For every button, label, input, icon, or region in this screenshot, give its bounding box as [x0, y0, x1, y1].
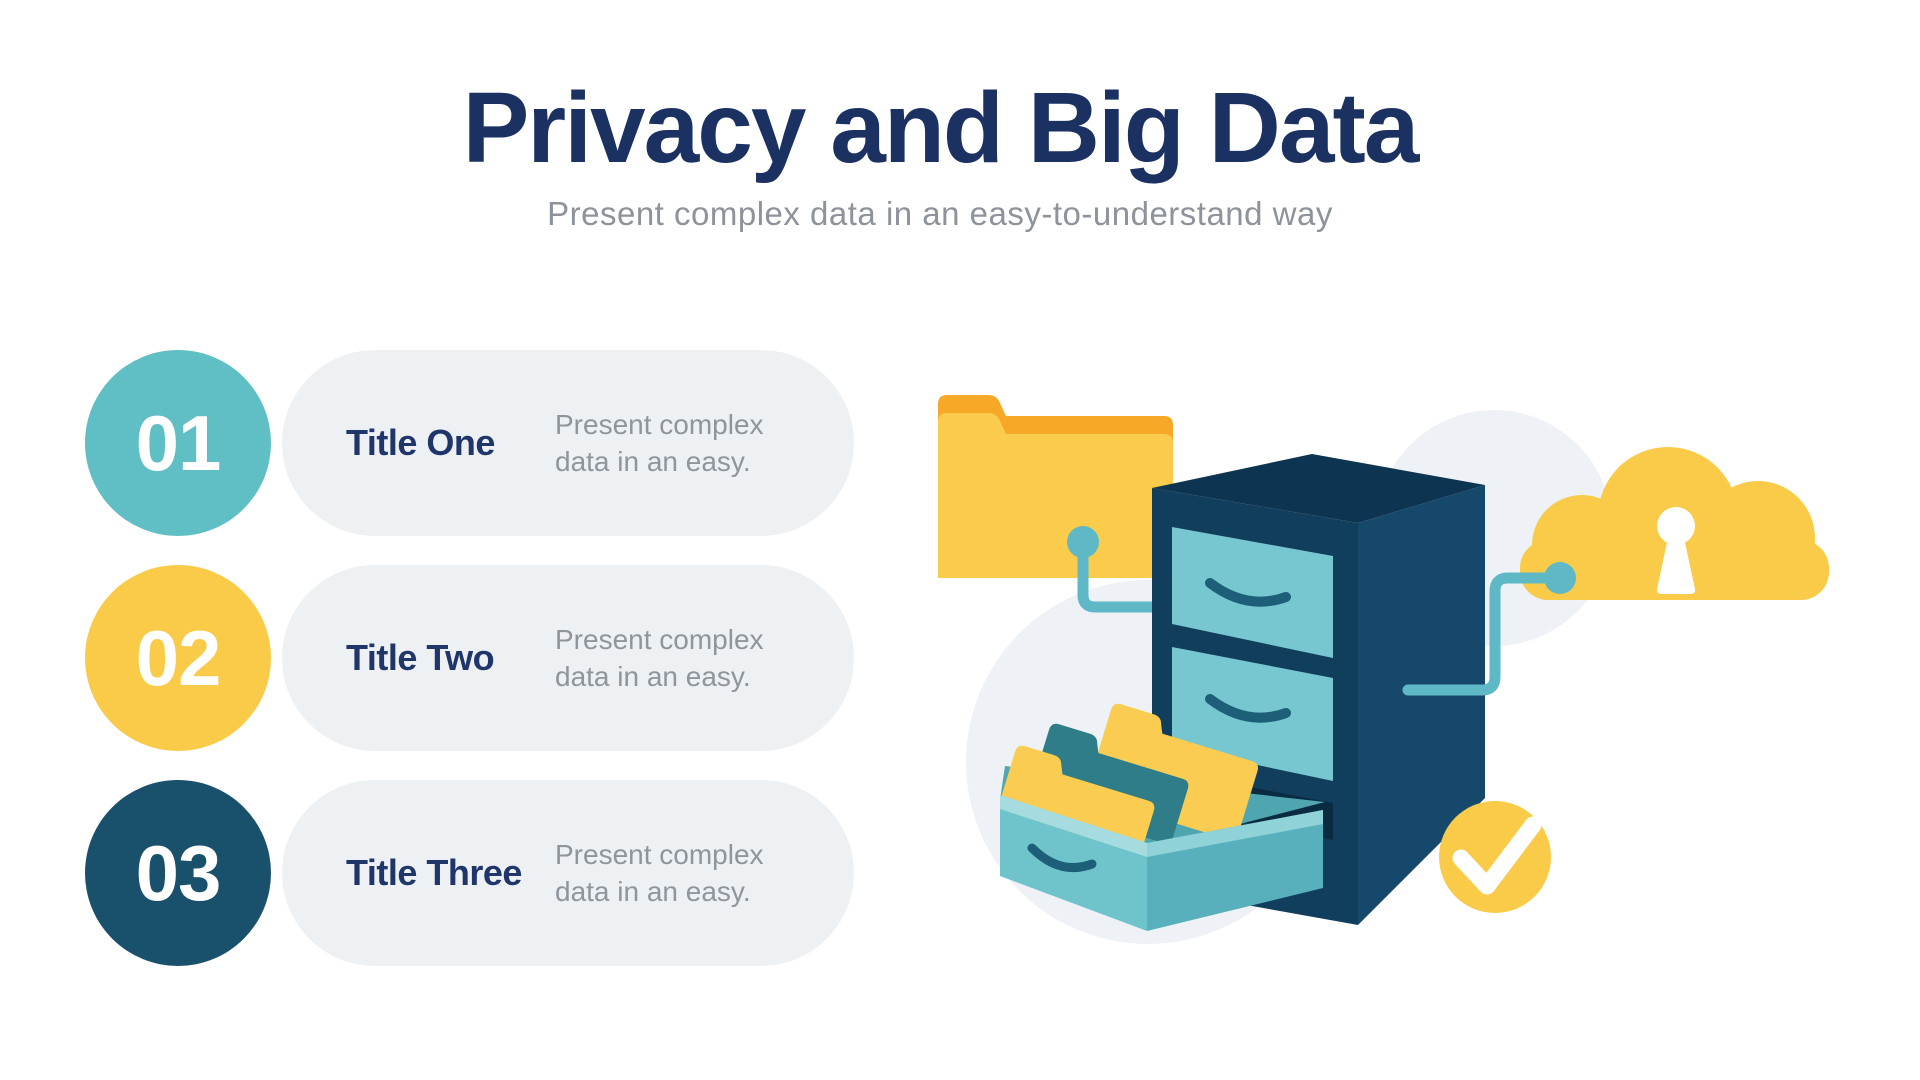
- folder-icon: [938, 395, 1173, 578]
- illustration: [938, 395, 1829, 944]
- keyhole-icon: [1656, 507, 1696, 594]
- item-title: Title Three: [346, 852, 522, 893]
- item-description: Present complex data in an easy.: [555, 624, 764, 692]
- list-item: 03 Title Three Present complex data in a…: [0, 780, 900, 966]
- connector-node: [1067, 526, 1099, 558]
- item-description: Present complex data in an easy.: [555, 839, 764, 907]
- header: Privacy and Big Data Present complex dat…: [0, 76, 1880, 233]
- item-number-badge: 02: [85, 565, 271, 751]
- item-description: Present complex data in an easy.: [555, 409, 764, 477]
- drawer-handle: [1205, 694, 1291, 723]
- page-title: Privacy and Big Data: [462, 72, 1420, 184]
- item-title: Title One: [346, 422, 495, 463]
- hanging-folder-yellow: [1000, 745, 1155, 844]
- open-drawer-rim: [1000, 795, 1147, 857]
- connector-left: [1067, 526, 1164, 613]
- drawer-handle: [1027, 843, 1097, 873]
- cloud-keyhole-icon: [1520, 447, 1829, 600]
- item-pill: Title Three Present complex data in an e…: [282, 780, 854, 966]
- item-number-badge: 03: [85, 780, 271, 966]
- connector-node: [1544, 562, 1576, 594]
- checkmark-icon: [1439, 801, 1551, 913]
- open-drawer-rim: [1147, 810, 1323, 857]
- open-drawer-icon: [1000, 703, 1325, 931]
- page-subtitle: Present complex data in an easy-to-under…: [547, 195, 1333, 232]
- item-number-badge: 01: [85, 350, 271, 536]
- open-drawer-front: [1000, 795, 1147, 931]
- drawer-handle: [1205, 578, 1291, 607]
- connector-right: [1402, 562, 1576, 696]
- item-pill: Title Two Present complex data in an eas…: [282, 565, 854, 751]
- list-item: 01 Title One Present complex data in an …: [0, 350, 900, 536]
- drawer-front: [1172, 527, 1333, 658]
- list-item: 02 Title Two Present complex data in an …: [0, 565, 900, 751]
- item-pill: Title One Present complex data in an eas…: [282, 350, 854, 536]
- item-title: Title Two: [346, 637, 495, 678]
